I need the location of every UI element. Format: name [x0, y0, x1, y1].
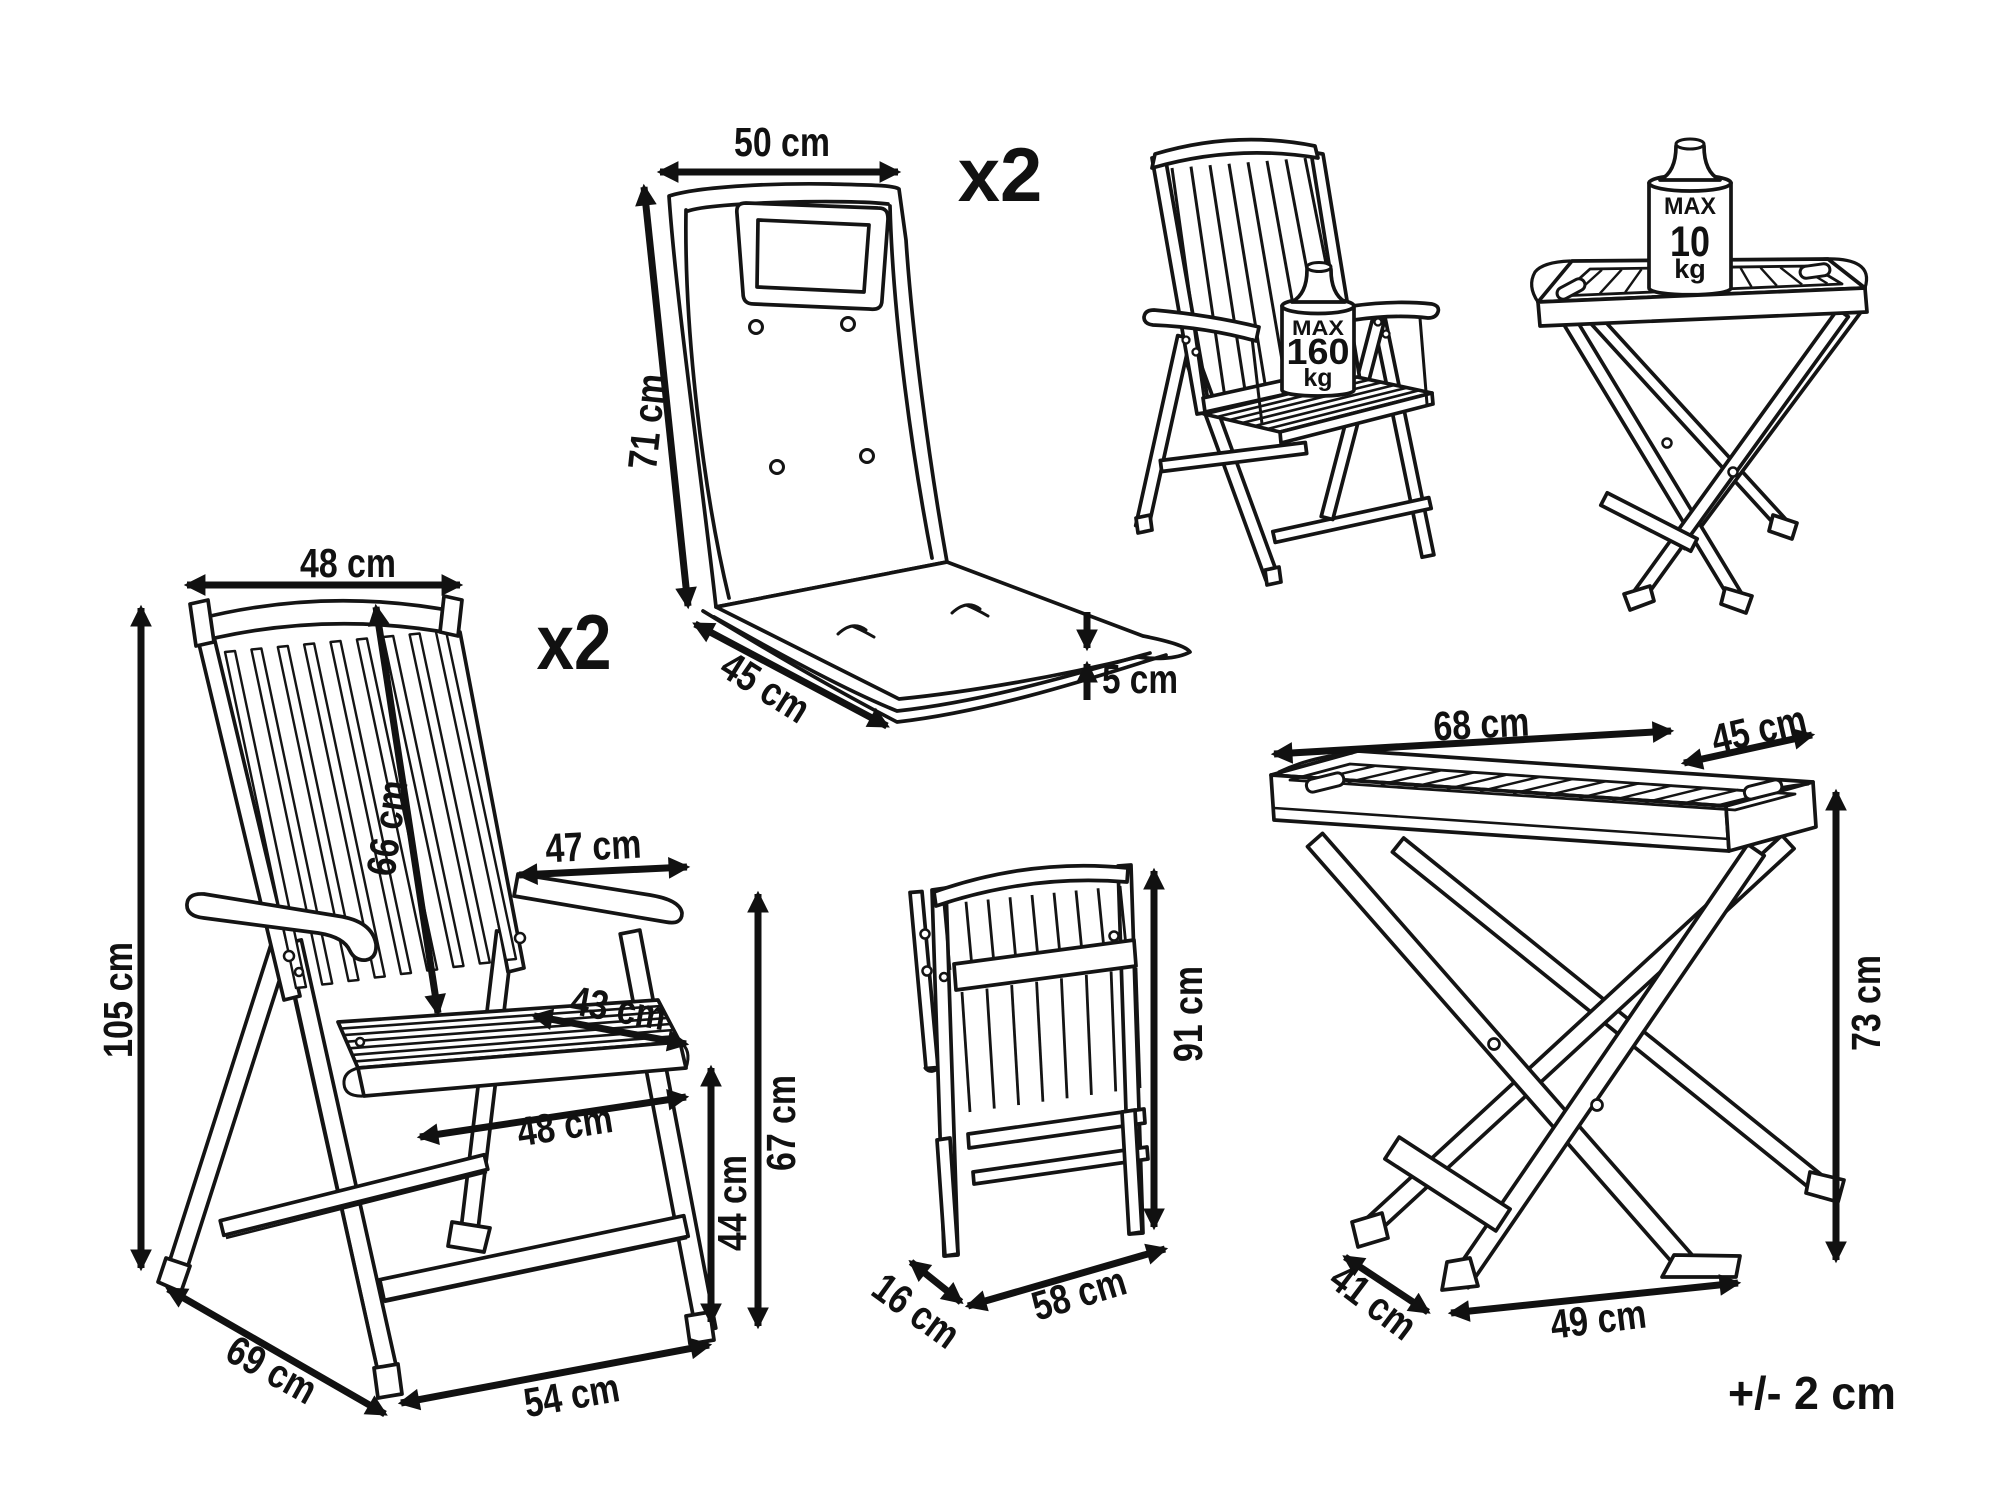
- svg-text:kg: kg: [1303, 364, 1332, 392]
- svg-text:91 cm: 91 cm: [1165, 966, 1211, 1062]
- svg-text:MAX: MAX: [1664, 193, 1716, 220]
- svg-text:x2: x2: [537, 598, 612, 686]
- svg-text:160: 160: [1287, 331, 1350, 372]
- svg-text:x2: x2: [958, 133, 1043, 218]
- svg-text:44 cm: 44 cm: [709, 1155, 755, 1251]
- svg-text:5 cm: 5 cm: [1102, 656, 1178, 702]
- svg-text:MAX: MAX: [1292, 317, 1344, 340]
- svg-text:73 cm: 73 cm: [1843, 955, 1889, 1051]
- svg-text:48 cm: 48 cm: [300, 540, 396, 586]
- svg-text:+/- 2 cm: +/- 2 cm: [1728, 1367, 1896, 1419]
- svg-text:71 cm: 71 cm: [619, 371, 675, 471]
- svg-text:105 cm: 105 cm: [95, 942, 141, 1058]
- svg-text:47 cm: 47 cm: [544, 821, 642, 872]
- svg-text:68 cm: 68 cm: [1432, 699, 1530, 750]
- svg-text:50 cm: 50 cm: [734, 119, 830, 165]
- svg-text:kg: kg: [1674, 254, 1706, 284]
- svg-text:10: 10: [1670, 218, 1710, 266]
- svg-text:67 cm: 67 cm: [758, 1075, 804, 1171]
